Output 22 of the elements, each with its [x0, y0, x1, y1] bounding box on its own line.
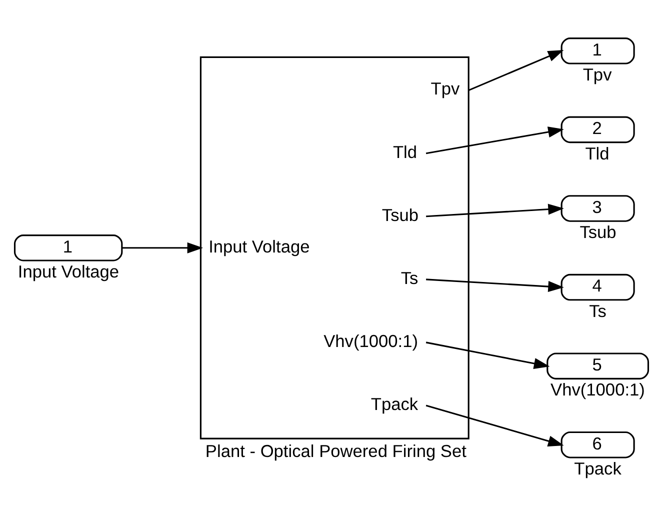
node-box: 6 [560, 431, 635, 458]
node-box: 4 [560, 274, 635, 301]
arrow [426, 404, 564, 446]
node-label: Tsub [580, 222, 616, 242]
arrow [426, 278, 564, 292]
node-label: Plant - Optical Powered Firing Set [205, 441, 466, 462]
node-label: Vhv(1000:1) [550, 380, 645, 400]
node-label: Tld [585, 143, 610, 164]
node-box: 5 [546, 352, 650, 380]
node-box: 1 [560, 38, 635, 64]
node-label: Tpack [574, 458, 622, 478]
node-label: Ts [589, 300, 606, 321]
node-label: Input Voltage [18, 262, 120, 282]
node-label: Tpv [582, 64, 612, 85]
arrow [122, 242, 204, 254]
arrow [426, 204, 564, 218]
node-box: 1 [14, 234, 123, 262]
node-box: 2 [560, 116, 635, 144]
arrow [426, 342, 550, 369]
arrow [426, 126, 564, 154]
node-box: 3 [560, 195, 635, 222]
arrow [468, 50, 564, 92]
